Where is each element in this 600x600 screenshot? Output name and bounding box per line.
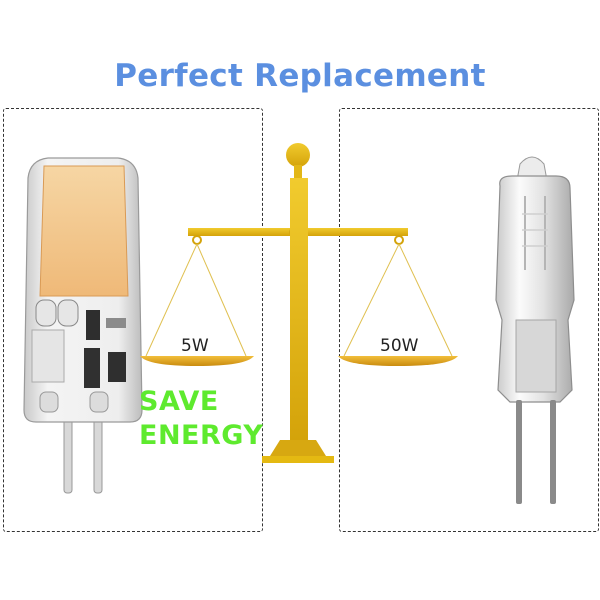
save-energy-line2: ENERGY	[139, 420, 264, 451]
balance-scale	[140, 143, 458, 463]
halogen-wattage-label: 50W	[380, 336, 419, 356]
halogen-bulb	[495, 156, 575, 504]
save-energy-line1: SAVE	[139, 386, 219, 417]
led-bulb	[23, 157, 143, 494]
led-bulb-panel	[3, 108, 263, 532]
halogen-bulb-panel	[339, 108, 599, 532]
page-title: Perfect Replacement	[114, 58, 486, 94]
led-wattage-label: 5W	[181, 336, 209, 356]
